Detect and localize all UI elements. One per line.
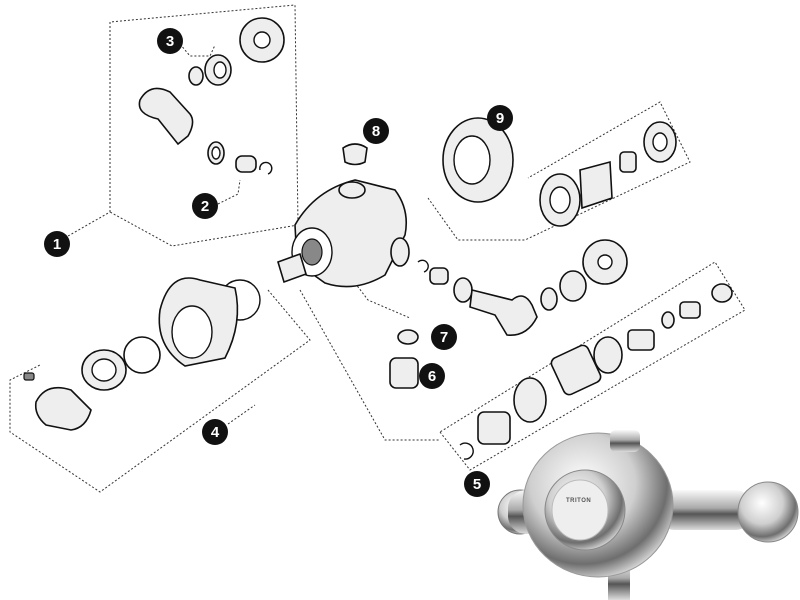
callout-badge xyxy=(487,105,513,131)
outlet-elbow-parts xyxy=(417,239,628,336)
callout-number: 4 xyxy=(211,424,220,441)
callout-number: 5 xyxy=(473,476,481,493)
callout-number: 6 xyxy=(428,368,436,385)
callout-badge xyxy=(44,231,70,257)
leader-7 xyxy=(354,282,411,319)
callout-badge xyxy=(363,118,389,144)
fitting-parts xyxy=(389,329,419,389)
callout-7: 7 xyxy=(431,324,457,350)
callout-badge xyxy=(431,324,457,350)
product-brand-logo: TRITON xyxy=(566,498,591,504)
callout-number: 9 xyxy=(496,110,504,127)
callout-badge xyxy=(157,28,183,54)
callout-4: 4 xyxy=(202,419,228,445)
inlet-elbow-parts xyxy=(138,17,285,175)
diverter-parts xyxy=(459,283,733,460)
callouts: 1 2 3 4 5 6 7 8 9 xyxy=(44,28,513,497)
callout-badge xyxy=(419,363,445,389)
callout-badge xyxy=(192,193,218,219)
callout-3: 3 xyxy=(157,28,183,54)
callout-number: 7 xyxy=(440,329,448,346)
callout-8: 8 xyxy=(363,118,389,144)
shroud-handle-parts xyxy=(23,277,261,431)
callout-2: 2 xyxy=(192,193,218,219)
valve-body xyxy=(277,143,410,288)
callout-number: 8 xyxy=(372,123,380,140)
callout-number: 2 xyxy=(201,198,209,215)
cartridge-parts xyxy=(442,117,677,227)
product-photo: TRITON xyxy=(497,430,799,600)
callout-9: 9 xyxy=(487,105,513,131)
group-box-9 xyxy=(427,101,691,241)
leader-body-5 xyxy=(299,289,440,441)
callout-badge xyxy=(464,471,490,497)
callout-number: 1 xyxy=(53,236,61,253)
callout-6: 6 xyxy=(419,363,445,389)
group-box-1 xyxy=(109,4,299,247)
group-box-5 xyxy=(439,261,746,471)
callout-5: 5 xyxy=(464,471,490,497)
callout-badge xyxy=(202,419,228,445)
callout-number: 3 xyxy=(166,33,174,50)
callout-1: 1 xyxy=(44,231,70,257)
